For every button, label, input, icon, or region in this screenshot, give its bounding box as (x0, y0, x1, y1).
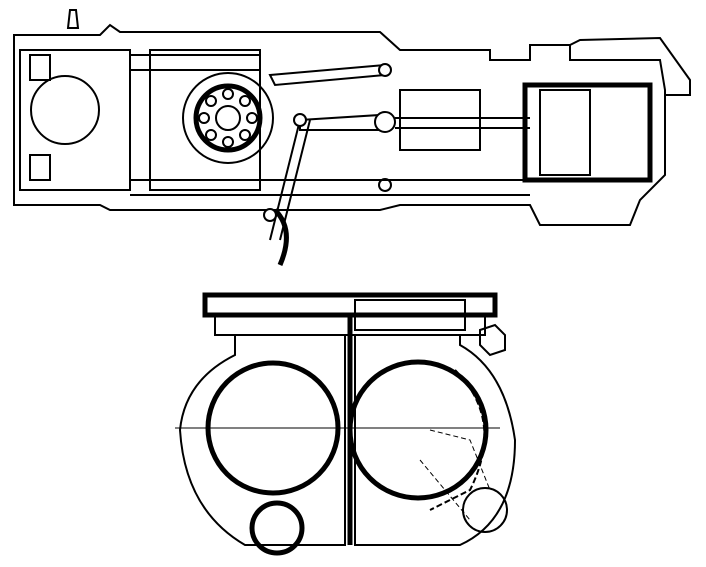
bearing-cap-bottom (29, 154, 51, 181)
pivot-1 (378, 63, 392, 77)
intake-pipe (569, 36, 691, 96)
oil-filler-cap (66, 9, 80, 29)
pivot-4 (263, 208, 277, 222)
ball-bearing-balls (198, 88, 258, 148)
bearing-race-arc (429, 369, 486, 511)
housing-outline (13, 23, 666, 226)
right-lug (462, 487, 508, 533)
wrist-pin (374, 111, 396, 133)
casing-outline (178, 335, 517, 546)
curved-linkage (273, 208, 289, 266)
bearing-housing (182, 72, 274, 164)
longitudinal-section (13, 9, 691, 266)
main-bearing-block (19, 49, 131, 191)
lower-tie-rod (130, 179, 530, 196)
pivot-2 (293, 113, 307, 127)
cylinder (522, 82, 653, 183)
ball-bearing-outer (193, 83, 263, 153)
crankshaft-bore (30, 75, 100, 145)
piston-rod (395, 117, 530, 129)
end-section (175, 292, 517, 556)
crosshead (399, 89, 481, 151)
piston (539, 89, 591, 176)
right-cylinder-bore (347, 359, 489, 501)
upper-tie-rod (130, 54, 260, 71)
lower-pulley (249, 500, 305, 556)
valve-pocket (354, 299, 466, 331)
connecting-rod-main (299, 113, 381, 131)
bearing-cap-top (29, 54, 51, 81)
hex-nut (479, 323, 506, 357)
top-flange (202, 292, 498, 318)
crank-pin (215, 105, 241, 131)
connecting-rod-upper (268, 63, 386, 87)
dashed-linkage (419, 429, 491, 521)
